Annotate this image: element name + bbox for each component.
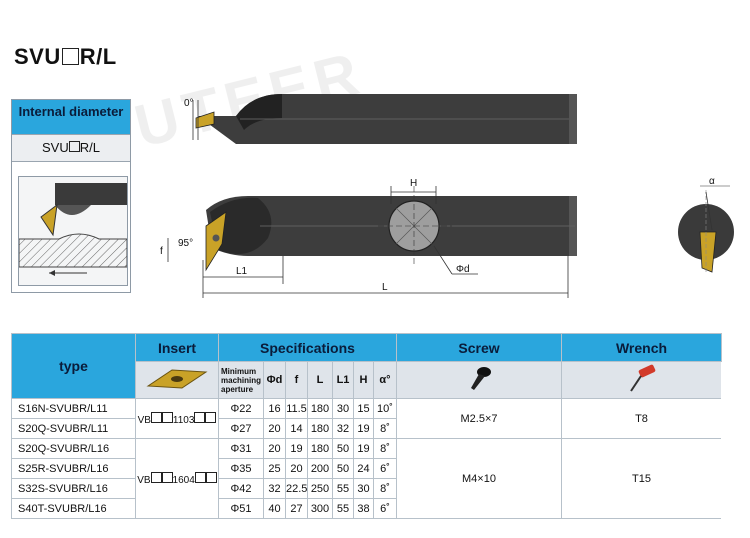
- placeholder-box: [205, 411, 217, 423]
- placeholder-box: [68, 141, 80, 152]
- wrench-image-cell: [561, 361, 722, 399]
- placeholder-box: [194, 411, 206, 423]
- wrench-icon: [629, 364, 655, 392]
- col-aperture: Minimum machining aperture: [218, 361, 264, 399]
- wrench-header: Wrench: [561, 333, 722, 362]
- screw-image-cell: [396, 361, 562, 399]
- top-angle-label: 0°: [184, 98, 194, 109]
- phi-d-label: Φd: [456, 264, 470, 275]
- end-view: α: [678, 176, 734, 273]
- placeholder-box: [161, 471, 173, 483]
- placeholder-box: [194, 471, 206, 483]
- placeholder-box: [150, 471, 162, 483]
- alpha-label: α: [709, 176, 715, 187]
- h-dim-label: H: [410, 178, 417, 189]
- l1-dim-label: L1: [236, 266, 248, 277]
- table-row: S25R-SVUBR/L16 Φ35 25 20 200 50 24 6˚: [11, 458, 742, 479]
- placeholder-box: [150, 411, 162, 423]
- table-row: S32S-SVUBR/L16 Φ42 32 22.5 250 55 30 8˚: [11, 478, 742, 499]
- col-l: L: [307, 361, 333, 399]
- col-phi-d: Φd: [263, 361, 286, 399]
- screw-cell: M4×10: [396, 438, 562, 519]
- insert-icon: [146, 368, 208, 389]
- placeholder-box: [161, 411, 173, 423]
- type-header: type: [11, 333, 136, 399]
- screw-cell: M2.5×7: [396, 398, 562, 439]
- l-dim-label: L: [382, 282, 388, 293]
- angle-95-label: 95°: [178, 238, 193, 249]
- spec-table: type Insert Specifications Screw Wrench …: [11, 333, 742, 519]
- wrench-cell: T8: [561, 398, 722, 439]
- screw-header: Screw: [396, 333, 562, 362]
- col-alpha: α°: [373, 361, 397, 399]
- col-h: H: [353, 361, 374, 399]
- insert-header: Insert: [135, 333, 219, 362]
- table-row: S20Q-SVUBR/L11 Φ27 20 14 180 32 19 8˚: [11, 418, 742, 439]
- col-l1: L1: [332, 361, 354, 399]
- table-row: S40T-SVUBR/L16 Φ51 40 27 300 55 38 6˚: [11, 498, 742, 519]
- f-dim-label: f: [160, 246, 163, 257]
- placeholder-box: [205, 471, 217, 483]
- tool-drawings: 0° H Φd 95° f L1 L: [160, 94, 734, 298]
- side-view-tool: H Φd 95° f L1 L: [160, 178, 577, 298]
- boring-diagram-icon: [18, 176, 128, 286]
- screw-icon: [471, 366, 491, 390]
- placeholder-box: [61, 48, 79, 65]
- col-f: f: [285, 361, 308, 399]
- wrench-cell: T15: [561, 438, 722, 519]
- panel-header: Internal diameter: [12, 100, 130, 134]
- insert-image-cell: [135, 361, 219, 399]
- specifications-header: Specifications: [218, 333, 397, 362]
- table-spacer: [721, 333, 742, 519]
- top-view-tool: 0°: [184, 94, 577, 144]
